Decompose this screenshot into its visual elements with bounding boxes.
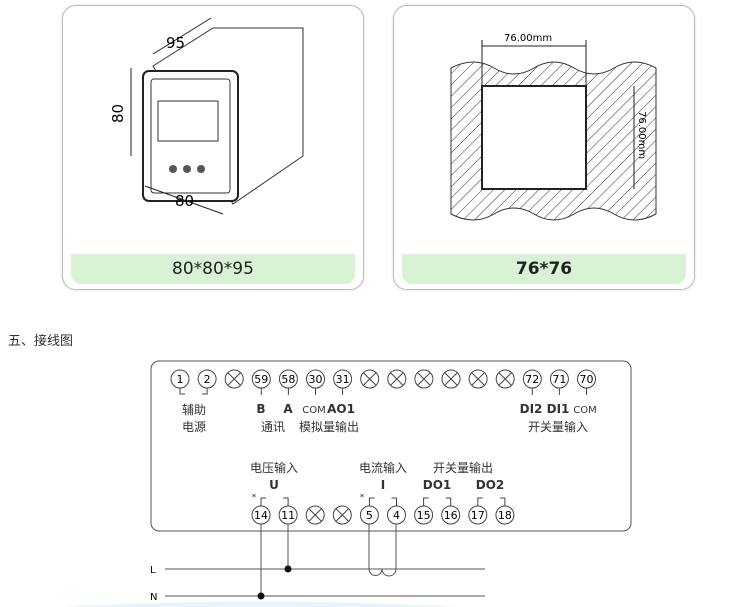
cross-icon <box>471 372 485 386</box>
cross-icon <box>308 508 322 522</box>
section-title: 五、接线图 <box>8 334 74 349</box>
cross-icon <box>363 372 377 386</box>
label-b: B <box>256 402 265 416</box>
line-l-label: L <box>150 565 156 576</box>
cross-icon <box>227 372 241 386</box>
aux-label-1: 辅助 <box>182 403 206 417</box>
meter-drawing: 95 80 80 <box>109 17 304 215</box>
width-dim: 80 <box>175 192 194 210</box>
label-com2: COM <box>573 405 596 416</box>
cross-icon <box>498 372 512 386</box>
terminal-number: 59 <box>254 373 268 386</box>
label-ao1: AO1 <box>327 402 355 416</box>
terminal-number: 14 <box>254 509 268 522</box>
aux-label-2: 电源 <box>182 420 206 434</box>
cutout-height: 76.00mm <box>636 111 647 159</box>
label-di1: DI1 <box>547 402 570 416</box>
card-label: 80*80*95 <box>71 254 355 284</box>
terminal-number: 5 <box>366 509 373 522</box>
label-di2: DI2 <box>520 402 543 416</box>
terminal-number: 31 <box>336 373 350 386</box>
cutout-drawing: 76.00mm 76.00mm <box>450 33 657 221</box>
label-u: U <box>269 478 279 492</box>
terminal-number: 11 <box>281 509 295 522</box>
label-a: A <box>283 402 293 416</box>
polarity-star: * <box>360 493 365 503</box>
label-com: COM <box>302 405 325 416</box>
cross-icon <box>444 372 458 386</box>
terminal-number: 30 <box>309 373 323 386</box>
line-n-label: N <box>150 592 157 603</box>
label-analog-out: 模拟量输出 <box>299 419 359 434</box>
label-comm: 通讯 <box>261 420 285 434</box>
cutout-card: 76.00mm 76.00mm 76*76 <box>393 5 695 290</box>
cutout-width: 76.00mm <box>504 33 552 44</box>
terminal-number: 16 <box>444 509 458 522</box>
terminal-number: 72 <box>525 373 539 386</box>
cross-icon <box>335 508 349 522</box>
terminal-number: 70 <box>580 373 594 386</box>
cross-icon <box>390 372 404 386</box>
label-do2: DO2 <box>476 478 505 492</box>
terminal-number: 71 <box>552 373 566 386</box>
terminal-number: 58 <box>281 373 295 386</box>
height-dim: 80 <box>109 104 127 123</box>
terminal-number: 2 <box>204 373 211 386</box>
label-current: 电流输入 <box>359 460 407 475</box>
terminal-number: 18 <box>498 509 512 522</box>
polarity-star: * <box>252 493 257 503</box>
terminal-number: 4 <box>393 509 400 522</box>
label-switch-out: 开关量输出 <box>433 460 493 475</box>
dimension-card: 95 80 80 80*80*95 <box>62 5 364 290</box>
depth-dim: 95 <box>166 34 185 52</box>
cross-icon <box>417 372 431 386</box>
label-i: I <box>381 478 385 492</box>
label-voltage: 电压输入 <box>250 460 298 475</box>
terminal-number: 17 <box>471 509 485 522</box>
terminal-number: 1 <box>177 373 184 386</box>
terminal-number: 15 <box>417 509 431 522</box>
card-label: 76*76 <box>402 254 686 284</box>
label-do1: DO1 <box>423 478 452 492</box>
label-switch-in: 开关量输入 <box>528 419 588 434</box>
